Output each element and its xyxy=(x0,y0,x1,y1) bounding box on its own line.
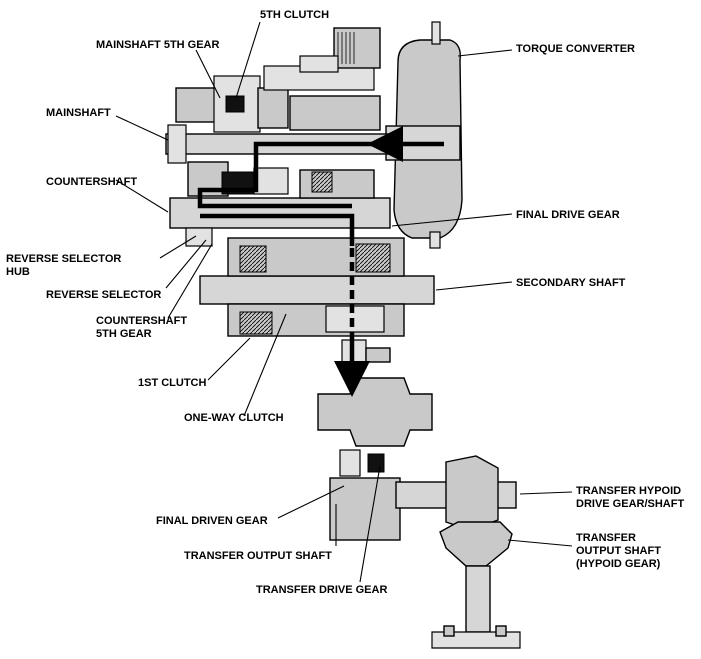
label-countershaft-5th-gear-1: COUNTERSHAFT xyxy=(96,315,187,327)
label-1st-clutch: 1ST CLUTCH xyxy=(138,377,207,389)
label-reverse-selector-hub-1: REVERSE SELECTOR xyxy=(6,253,121,265)
label-transfer-output-hypoid-2: OUTPUT SHAFT xyxy=(576,545,661,557)
label-one-way-clutch: ONE-WAY CLUTCH xyxy=(184,412,284,424)
final-drive-assembly xyxy=(317,339,433,477)
label-transfer-output-shaft: TRANSFER OUTPUT SHAFT xyxy=(184,550,332,562)
mainshaft-gear-cluster xyxy=(175,27,381,133)
label-reverse-selector: REVERSE SELECTOR xyxy=(46,289,161,301)
label-5th-clutch: 5TH CLUTCH xyxy=(260,9,329,21)
label-torque-converter: TORQUE CONVERTER xyxy=(516,43,635,55)
label-final-drive-gear: FINAL DRIVE GEAR xyxy=(516,209,620,221)
label-mainshaft-5th-gear: MAINSHAFT 5TH GEAR xyxy=(96,39,220,51)
label-transfer-output-hypoid-3: (HYPOID GEAR) xyxy=(576,558,661,570)
secondary-shaft xyxy=(199,237,435,337)
label-transfer-hypoid-2: DRIVE GEAR/SHAFT xyxy=(576,498,684,510)
leader-lines xyxy=(115,21,573,583)
power-flow-path xyxy=(197,126,444,397)
label-reverse-selector-hub-2: HUB xyxy=(6,266,30,278)
label-mainshaft: MAINSHAFT xyxy=(46,107,111,119)
torque-converter xyxy=(385,21,463,249)
transfer-assembly xyxy=(329,455,521,649)
label-secondary-shaft: SECONDARY SHAFT xyxy=(516,277,626,289)
label-countershaft-5th-gear-2: 5TH GEAR xyxy=(96,328,152,340)
label-final-driven-gear: FINAL DRIVEN GEAR xyxy=(156,515,268,527)
label-transfer-output-hypoid-1: TRANSFER xyxy=(576,532,636,544)
label-countershaft: COUNTERSHAFT xyxy=(46,176,137,188)
label-transfer-drive-gear: TRANSFER DRIVE GEAR xyxy=(256,584,387,596)
label-transfer-hypoid-1: TRANSFER HYPOID xyxy=(576,485,681,497)
callout-labels: 5TH CLUTCH MAINSHAFT 5TH GEAR TORQUE CON… xyxy=(6,9,684,596)
